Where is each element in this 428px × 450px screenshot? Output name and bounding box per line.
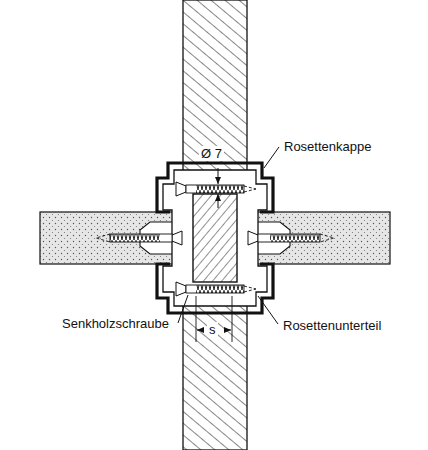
part-label: Rosettenkappe <box>282 139 373 154</box>
part-label: Senkholzschraube <box>60 316 171 331</box>
dimension-label: s <box>207 322 218 337</box>
part-label: Rosettenunterteil <box>281 318 383 333</box>
dimension-label: Ø 7 <box>199 146 224 161</box>
